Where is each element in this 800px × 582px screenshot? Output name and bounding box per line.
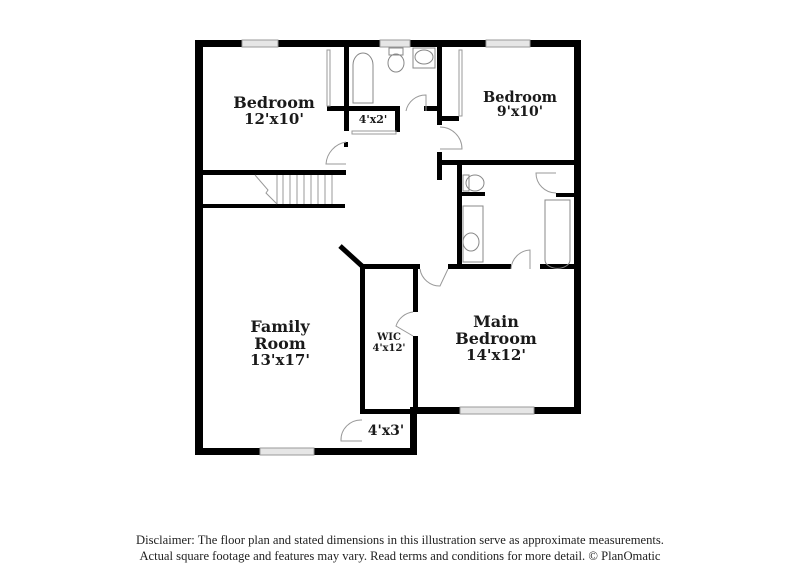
disclaimer-line-2: Actual square footage and features may v…	[139, 549, 661, 563]
room-dimensions: 9'x10'	[496, 104, 544, 121]
room-name-line2: Bedroom	[455, 328, 537, 348]
room-dimensions: 13'x17'	[250, 350, 310, 369]
room-label-closet-4x3: 4'x3'	[363, 424, 409, 439]
room-dimensions: 14'x12'	[466, 345, 526, 364]
room-name-line1: Main	[473, 312, 519, 331]
windows	[241, 39, 535, 456]
disclaimer-line-1: Disclaimer: The floor plan and stated di…	[136, 533, 664, 547]
room-dimensions: 4'x12'	[372, 342, 406, 354]
fixtures	[352, 47, 571, 269]
room-dimensions: 12'x10'	[244, 109, 304, 128]
room-name: WIC	[377, 332, 401, 343]
interior-walls	[203, 47, 581, 414]
room-dimensions: 4'x3'	[367, 423, 405, 439]
room-label-family-room: Family Room 13'x17'	[228, 317, 332, 369]
room-name: Bedroom	[233, 93, 315, 112]
room-label-wic: WIC 4'x12'	[365, 332, 413, 354]
room-label-closet-4x2: 4'x2'	[351, 114, 395, 126]
room-label-main-bedroom: Main Bedroom 14'x12'	[446, 312, 546, 364]
disclaimer: Disclaimer: The floor plan and stated di…	[0, 532, 800, 564]
room-label-bedroom-2: Bedroom 9'x10'	[470, 90, 570, 120]
room-name-line1: Family	[250, 317, 310, 336]
room-name-line2: Room	[254, 333, 306, 353]
stairs	[254, 174, 333, 205]
room-name: Bedroom	[483, 89, 557, 106]
doors	[325, 49, 557, 442]
room-label-bedroom-1: Bedroom 12'x10'	[222, 93, 326, 128]
room-dimensions: 4'x2'	[358, 113, 388, 126]
